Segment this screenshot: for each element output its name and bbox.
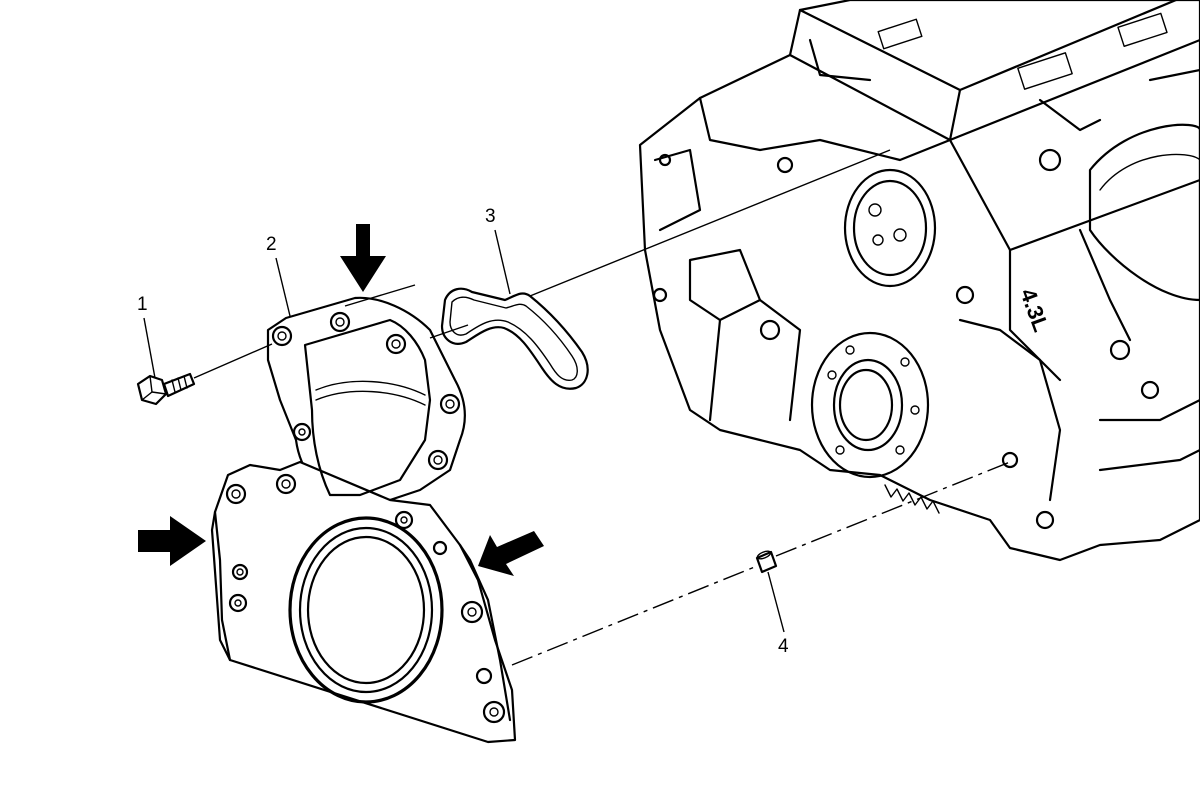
bolt	[136, 372, 196, 406]
direction-arrows	[138, 224, 544, 576]
dowel-pin	[755, 550, 778, 574]
engine-block: 4.3L	[638, 0, 1200, 562]
cover-bolt-holes	[225, 311, 506, 724]
callout-3: 3	[485, 206, 496, 227]
gasket	[440, 287, 589, 390]
callout-4: 4	[778, 636, 789, 657]
callout-1: 1	[137, 294, 148, 315]
arrow-down-icon	[340, 224, 386, 292]
alignment-lines	[193, 149, 1011, 666]
front-cover	[210, 296, 517, 744]
callouts: 1 2 3 4	[137, 206, 789, 657]
callout-2: 2	[266, 234, 277, 255]
arrow-right-icon	[138, 516, 206, 566]
arrow-down-left-icon	[478, 531, 544, 576]
